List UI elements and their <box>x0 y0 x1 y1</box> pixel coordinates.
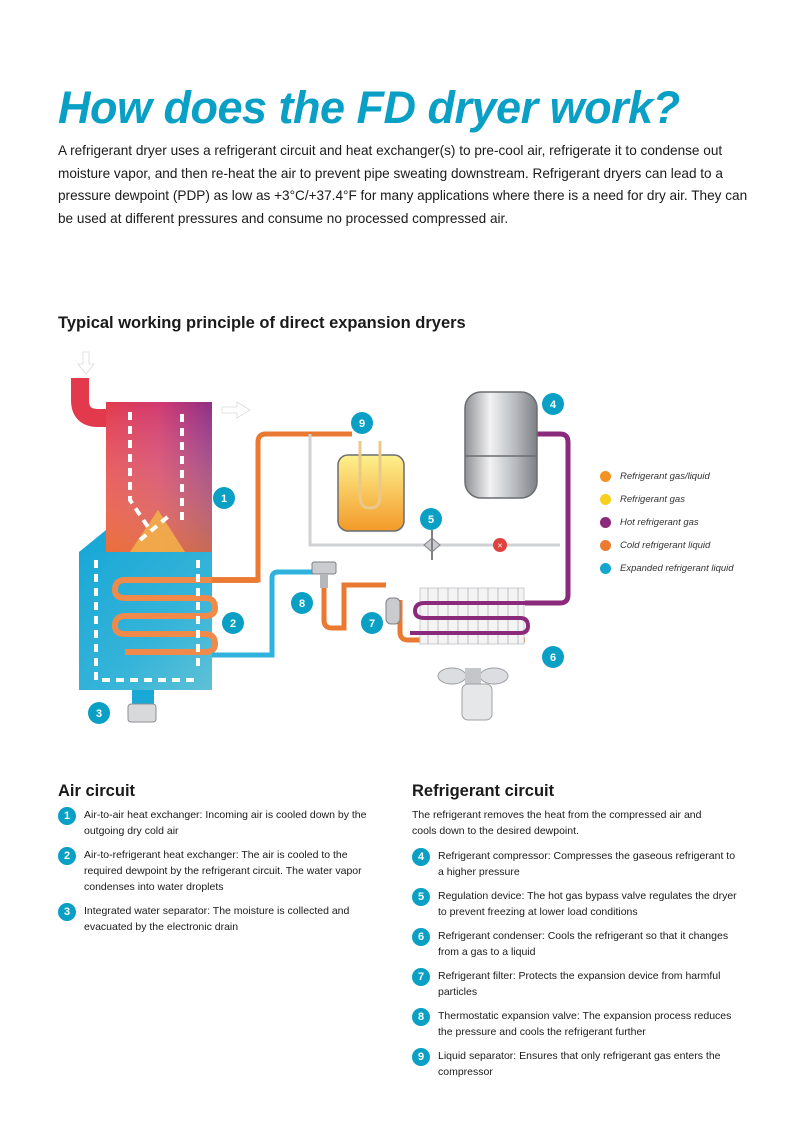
cold-refrigerant-pipe <box>212 431 352 583</box>
svg-text:1: 1 <box>221 493 227 505</box>
air-outlet-arrow <box>221 401 251 419</box>
condenser-fan <box>437 667 509 721</box>
refrigerant-filter <box>385 597 401 625</box>
svg-text:5: 5 <box>428 514 434 526</box>
svg-text:6: 6 <box>550 652 556 664</box>
evaporator-coil <box>111 577 258 655</box>
legend-item: Expanded refrigerant liquid <box>600 557 734 580</box>
svg-text:8: 8 <box>299 598 305 610</box>
label-badge-3: 3 <box>88 702 110 724</box>
label-badge-1: 1 <box>213 487 235 509</box>
liquid-separator <box>337 454 405 532</box>
refrigerant-condenser <box>410 587 531 645</box>
diagram-title: Typical working principle of direct expa… <box>58 314 466 332</box>
number-badge: 3 <box>58 903 76 921</box>
bypass-pipe <box>308 434 560 547</box>
legend-item: Refrigerant gas/liquid <box>600 465 734 488</box>
number-badge: 4 <box>412 848 430 866</box>
liquid-line <box>321 580 525 643</box>
svg-text:7: 7 <box>369 618 375 630</box>
electronic-drain <box>127 703 157 723</box>
air-inlet-pipe <box>71 378 110 427</box>
legend-item: Refrigerant gas <box>600 488 734 511</box>
hot-gas-pipe <box>525 431 571 606</box>
legend-item: Hot refrigerant gas <box>600 511 734 534</box>
page-title: How does the FD dryer work? <box>58 82 680 133</box>
label-badge-8: 8 <box>291 592 313 614</box>
legend-item: Cold refrigerant liquid <box>600 534 734 557</box>
legend-swatch <box>600 494 611 505</box>
refrigerant-circuit-title: Refrigerant circuit <box>412 782 555 800</box>
intro-paragraph: A refrigerant dryer uses a refrigerant c… <box>58 143 748 226</box>
label-badge-7: 7 <box>361 612 383 634</box>
number-badge: 5 <box>412 888 430 906</box>
air-circuit-title: Air circuit <box>58 782 136 800</box>
label-badge-9: 9 <box>351 412 373 434</box>
label-badge-4: 4 <box>542 393 564 415</box>
number-badge: 9 <box>412 1048 430 1066</box>
refrigerant-circuit-lead: The refrigerant removes the heat from th… <box>412 809 702 837</box>
svg-text:4: 4 <box>550 399 557 411</box>
svg-text:2: 2 <box>230 618 236 630</box>
expansion-valve <box>311 561 337 588</box>
air-flow-arrows <box>94 412 200 682</box>
svg-text:9: 9 <box>359 418 365 430</box>
legend-swatch <box>600 563 611 574</box>
number-badge: 7 <box>412 968 430 986</box>
number-badge: 2 <box>58 847 76 865</box>
dryer-diagram: × 1 2 3 4 5 6 7 8 <box>71 351 571 724</box>
hot-gas-bypass-valve <box>423 530 441 560</box>
label-badge-5: 5 <box>420 508 442 530</box>
legend-swatch <box>600 471 611 482</box>
air-inlet-arrow <box>77 351 95 375</box>
label-badge-6: 6 <box>542 646 564 668</box>
svg-text:3: 3 <box>96 708 102 720</box>
valve-stop-icon <box>493 538 507 552</box>
air-to-refrigerant-heat-exchanger <box>79 552 212 690</box>
svg-text:×: × <box>497 541 502 551</box>
diagram-legend: Refrigerant gas/liquid Refrigerant gas H… <box>600 465 734 580</box>
legend-swatch <box>600 517 611 528</box>
number-badge: 8 <box>412 1008 430 1026</box>
expanded-refrigerant-pipe <box>212 569 318 658</box>
refrigerant-circuit-section: Refrigerant circuit The refrigerant remo… <box>412 782 738 1088</box>
number-badge: 6 <box>412 928 430 946</box>
refrigerant-compressor <box>464 391 538 499</box>
number-badge: 1 <box>58 807 76 825</box>
label-badge-2: 2 <box>222 612 244 634</box>
legend-swatch <box>600 540 611 551</box>
